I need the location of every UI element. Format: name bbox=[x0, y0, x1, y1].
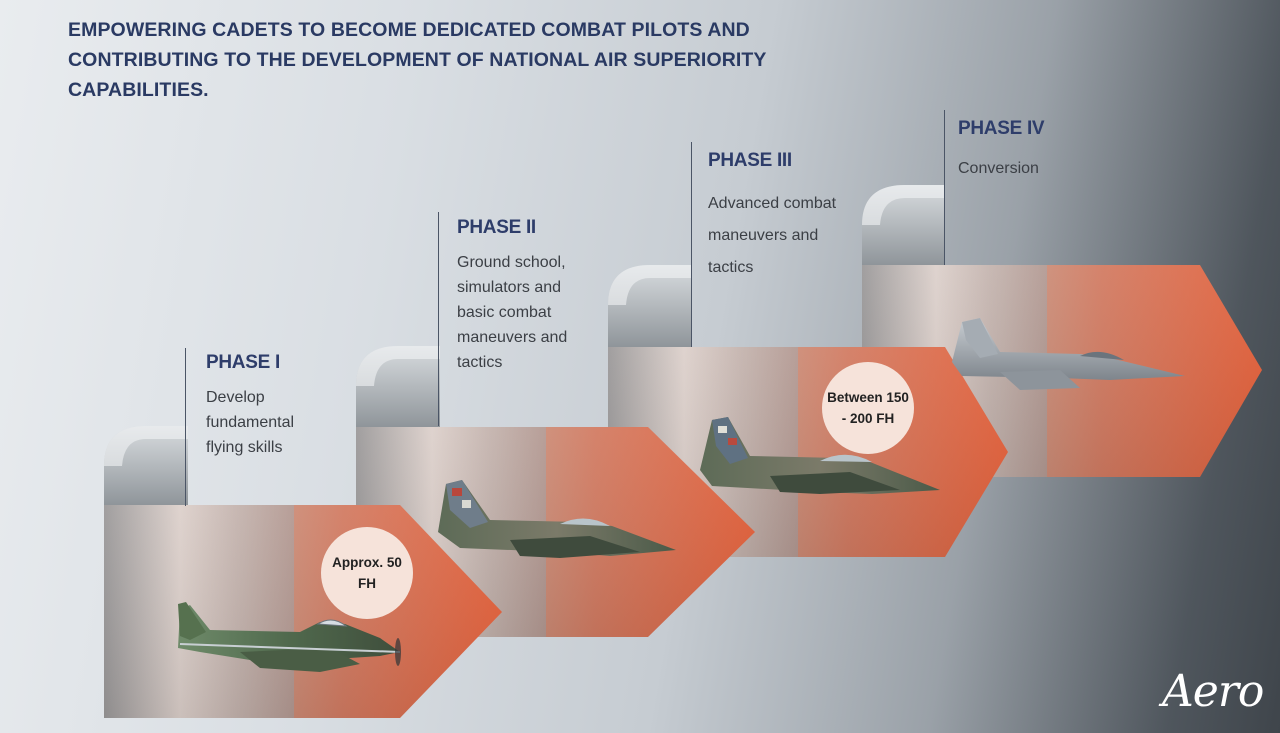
phase-1-title: PHASE I bbox=[206, 352, 280, 373]
phase-3-title: PHASE III bbox=[708, 150, 792, 171]
phase-4-title: PHASE IV bbox=[958, 118, 1045, 139]
phase-4-description: Conversion bbox=[958, 160, 1039, 177]
aero-logo: Aero bbox=[1162, 666, 1264, 717]
phase-3-line bbox=[691, 142, 692, 347]
advanced-jet-trainer-icon bbox=[700, 417, 940, 494]
phase-1-flight-hours-badge: Approx. 50 FH bbox=[321, 527, 413, 619]
phase-1-line bbox=[185, 348, 186, 506]
phase-4-line bbox=[944, 110, 945, 265]
phase-1-flight-hours: Approx. 50 FH bbox=[332, 555, 402, 591]
phase-3-description: Advanced combat maneuvers and tactics bbox=[708, 195, 837, 276]
headline: EMPOWERING CADETS TO BECOME DEDICATED CO… bbox=[68, 19, 767, 101]
phase-3-flight-hours: Between 150 - 200 FH bbox=[827, 390, 909, 426]
phase-2-description: Ground school, simulators and basic comb… bbox=[457, 254, 568, 371]
jet-trainer-icon bbox=[438, 480, 676, 558]
phase-3-flight-hours-badge: Between 150 - 200 FH bbox=[822, 362, 914, 454]
phase-2-line bbox=[438, 212, 439, 426]
fighter-jet-icon bbox=[952, 318, 1185, 390]
phase-1-description: Develop fundamental flying skills bbox=[206, 389, 295, 456]
turboprop-trainer-icon bbox=[178, 602, 401, 672]
phase-2-title: PHASE II bbox=[457, 217, 536, 238]
